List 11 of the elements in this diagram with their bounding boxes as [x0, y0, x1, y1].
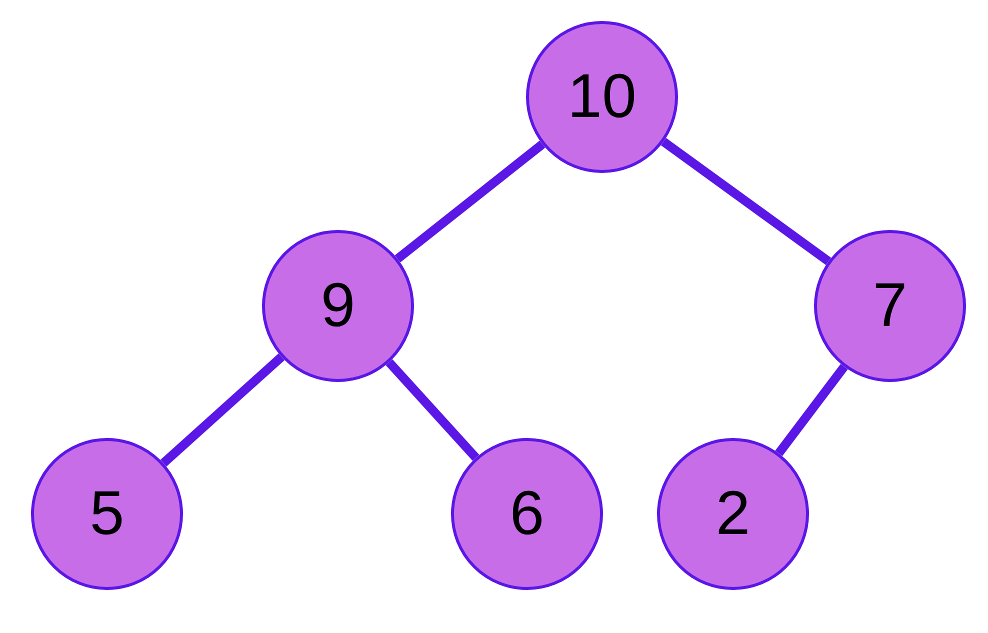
tree-edge: [160, 354, 285, 466]
node-value: 10: [568, 66, 636, 128]
tree-edge: [775, 364, 848, 456]
tree-edge: [394, 140, 546, 262]
node-value: 6: [510, 483, 544, 545]
node-value: 2: [716, 483, 750, 545]
tree-edge: [386, 359, 480, 461]
node-value: 7: [872, 275, 908, 337]
node-value: 9: [320, 275, 356, 337]
node-value: 5: [90, 483, 124, 545]
tree-edge: [660, 138, 832, 265]
